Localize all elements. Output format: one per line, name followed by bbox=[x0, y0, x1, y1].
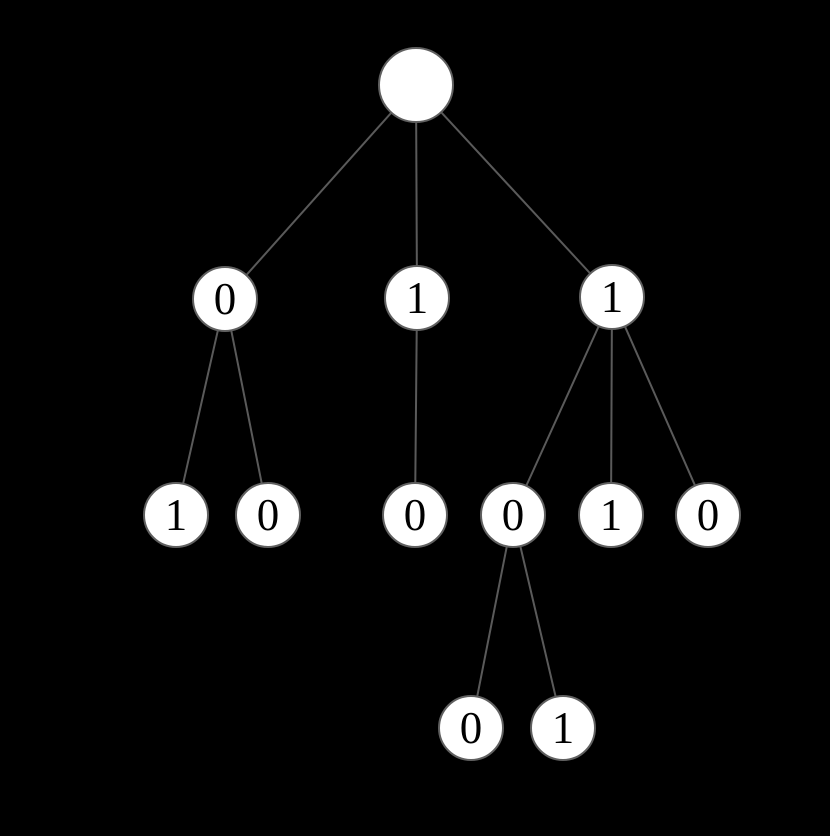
tree-node-label: 1 bbox=[405, 272, 429, 323]
tree-edge bbox=[230, 329, 263, 485]
tree-node-label: 1 bbox=[600, 271, 624, 322]
tree-node-label: 0 bbox=[501, 489, 525, 540]
tree-node[interactable]: 0 bbox=[438, 695, 504, 761]
tree-node-label: 0 bbox=[459, 702, 483, 753]
tree-edge bbox=[519, 545, 557, 698]
tree-node-label: 0 bbox=[256, 489, 280, 540]
tree-node-label: 0 bbox=[696, 489, 720, 540]
tree-edge bbox=[525, 325, 600, 487]
tree-node[interactable]: 1 bbox=[384, 265, 450, 331]
tree-node-label: 0 bbox=[403, 489, 427, 540]
tree-node-label: 1 bbox=[599, 489, 623, 540]
tree-node[interactable]: 0 bbox=[382, 482, 448, 548]
tree-node[interactable]: 0 bbox=[480, 482, 546, 548]
tree-node[interactable]: 1 bbox=[143, 482, 209, 548]
tree-node-root[interactable] bbox=[378, 47, 454, 123]
tree-node[interactable]: 1 bbox=[578, 482, 644, 548]
tree-node[interactable]: 0 bbox=[675, 482, 741, 548]
tree-node[interactable]: 0 bbox=[235, 482, 301, 548]
tree-node[interactable]: 1 bbox=[530, 695, 596, 761]
tree-node[interactable]: 0 bbox=[192, 266, 258, 332]
tree-edge bbox=[415, 120, 418, 268]
tree-edge bbox=[623, 325, 697, 487]
tree-node[interactable]: 1 bbox=[579, 264, 645, 330]
tree-node-label: 0 bbox=[213, 273, 237, 324]
tree-edge bbox=[440, 111, 592, 275]
tree-node-label: 1 bbox=[164, 489, 188, 540]
tree-edge bbox=[182, 329, 219, 485]
tree-edge bbox=[245, 111, 393, 277]
tree-edge bbox=[414, 328, 418, 485]
tree-edge bbox=[476, 545, 508, 698]
tree-edge bbox=[610, 327, 613, 485]
tree-node-label: 1 bbox=[551, 702, 575, 753]
